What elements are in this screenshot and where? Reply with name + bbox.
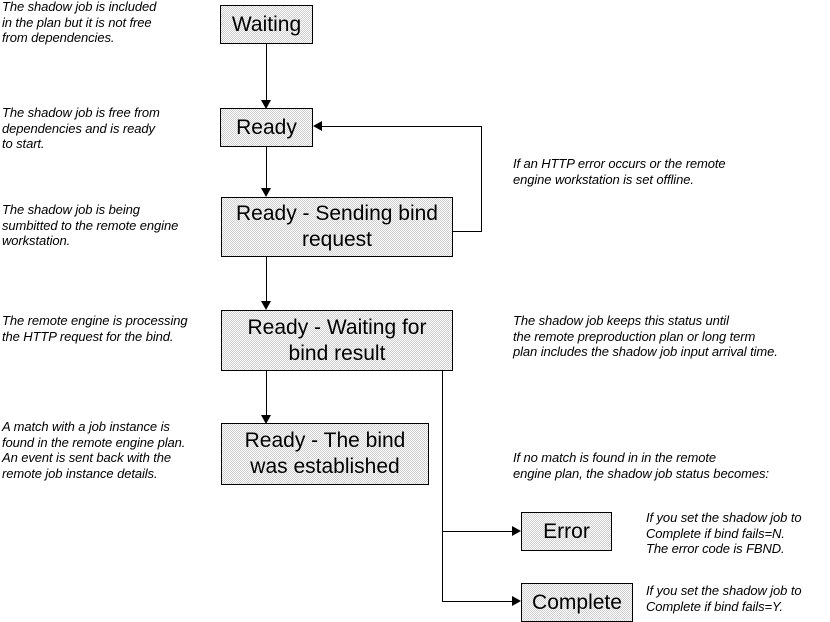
node-ready-waiting-bind-result-label: Ready - Waiting for bind result — [247, 315, 427, 365]
annotation-error-outcome: If you set the shadow job to Complete if… — [646, 510, 802, 556]
annotation-complete-outcome: If you set the shadow job to Complete if… — [646, 583, 802, 614]
connector-nomatch-trunk — [442, 370, 443, 602]
connector-ready-to-sending — [266, 146, 267, 191]
arrowhead-to-error — [512, 526, 521, 536]
connector-retry-segment-right — [452, 231, 482, 232]
node-ready-label: Ready — [236, 115, 297, 139]
node-ready-sending-bind-request[interactable]: Ready - Sending bind request — [221, 197, 453, 257]
arrowhead-ready-to-sending — [261, 188, 271, 197]
annotation-http-error-retry: If an HTTP error occurs or the remote en… — [513, 156, 726, 187]
connector-nomatch-to-error — [442, 531, 514, 532]
connector-nomatch-to-complete — [442, 601, 514, 602]
annotation-waiting-bind-result: The remote engine is processing the HTTP… — [2, 313, 188, 344]
annotation-waiting: The shadow job is included in the plan b… — [2, 0, 157, 45]
node-complete-label: Complete — [532, 590, 622, 614]
node-ready-bind-established-label: Ready - The bind was established — [244, 429, 406, 478]
connector-retry-segment-left — [322, 126, 482, 127]
arrowhead-sending-to-waitbind — [261, 301, 271, 310]
connector-waitbind-to-bound — [266, 370, 267, 418]
node-waiting[interactable]: Waiting — [220, 5, 313, 44]
arrowhead-to-complete — [512, 596, 521, 606]
node-ready-waiting-bind-result[interactable]: Ready - Waiting for bind result — [221, 310, 453, 371]
connector-retry-segment-up — [481, 126, 482, 232]
node-ready-bind-established[interactable]: Ready - The bind was established — [221, 423, 429, 485]
annotation-no-match-found: If no match is found in in the remote en… — [513, 450, 769, 481]
node-ready-sending-bind-request-label: Ready - Sending bind request — [236, 202, 438, 251]
arrowhead-waitbind-to-bound — [261, 415, 271, 424]
arrowhead-retry-to-ready — [313, 121, 322, 131]
connector-sending-to-waitbind — [266, 256, 267, 304]
connector-waiting-to-ready — [266, 43, 267, 103]
node-ready[interactable]: Ready — [220, 108, 313, 147]
arrowhead-waiting-to-ready — [261, 100, 271, 109]
node-error-label: Error — [543, 519, 590, 543]
node-complete[interactable]: Complete — [521, 583, 633, 622]
node-waiting-label: Waiting — [231, 12, 302, 36]
node-error[interactable]: Error — [521, 512, 612, 551]
annotation-ready: The shadow job is free from dependencies… — [2, 105, 160, 151]
annotation-keeps-status: The shadow job keeps this status until t… — [513, 313, 778, 359]
annotation-sending-bind-request: The shadow job is being sumbitted to the… — [2, 202, 179, 248]
annotation-bind-established: A match with a job instance is found in … — [2, 419, 186, 481]
